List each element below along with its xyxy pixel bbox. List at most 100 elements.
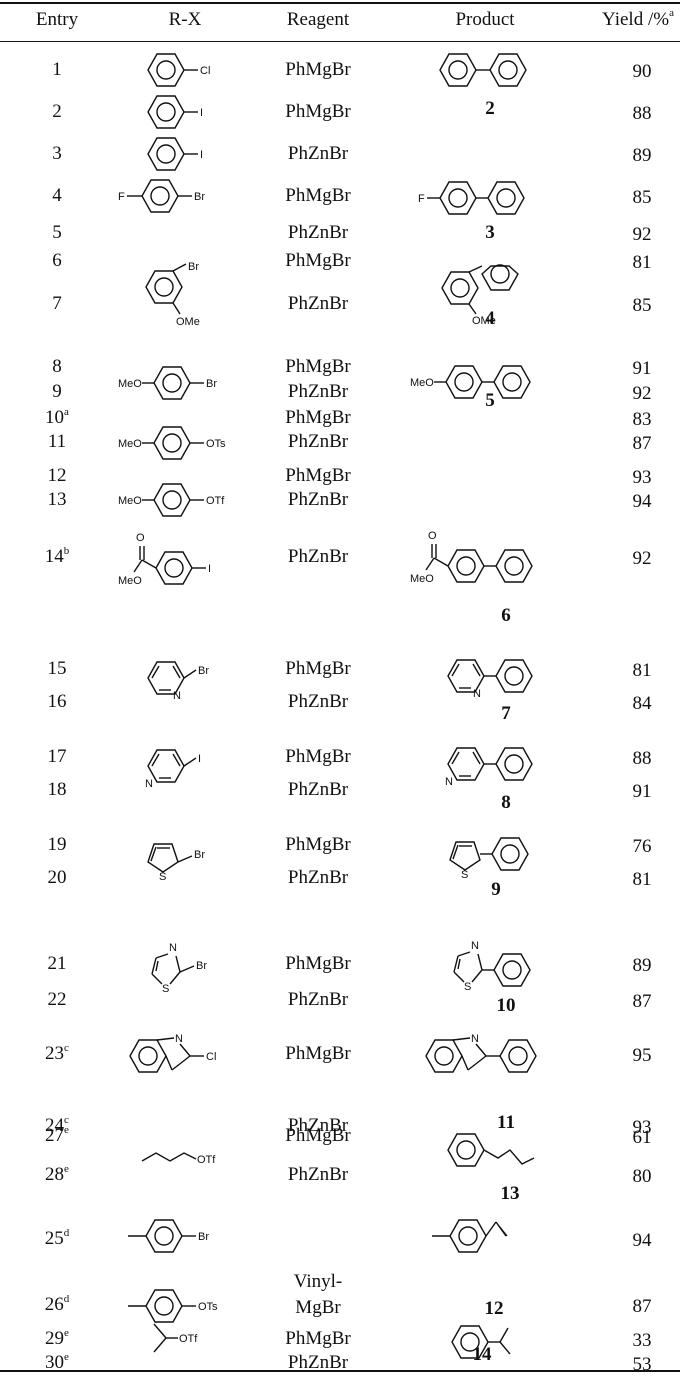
svg-text:Br: Br [198,1231,209,1243]
svg-text:O: O [428,530,437,542]
reagent-cell: PhZnBr [287,431,349,452]
entry-cell: 28e [2,1164,112,1186]
reagent-cell: PhZnBr [287,989,349,1010]
yield-cell: 85 [632,187,652,208]
entry-cell: 16 [2,691,112,713]
entry-cell: 5 [2,222,112,244]
entry-footnote: d [63,1227,70,1239]
header-yield-text: Yield /% [602,9,670,30]
svg-text:S: S [159,871,166,883]
reagent-cell: PhZnBr [287,1164,349,1185]
yield-cell: 84 [632,693,652,714]
entry-cell: 13 [2,489,112,511]
header-rx: R-X [168,9,202,30]
product-number: 9 [491,879,501,900]
yield-cell: 76 [632,836,652,857]
yield-cell: 88 [632,103,652,124]
yield-cell: 33 [632,1330,652,1351]
entry-number: 9 [52,381,62,402]
svg-text:MeO: MeO [118,438,142,450]
vinyl-reagent-line2: MgBr [295,1297,341,1318]
reagent-cell: PhMgBr [285,658,351,679]
svg-text:OTf: OTf [179,1333,198,1345]
yield-cell: 94 [632,491,652,512]
reagent-cell: PhMgBr [285,1043,351,1064]
entry-cell: 27e [2,1125,112,1147]
entry-cell: 22 [2,989,112,1011]
reagent-cell: PhMgBr [285,465,351,486]
entry-cell: 1 [2,59,112,81]
svg-text:N: N [173,690,181,702]
rx-4-bromoanisole: MeO Br [118,366,217,400]
entry-number: 13 [47,489,67,510]
yield-cell: 93 [632,467,652,488]
reagent-cell: PhZnBr [287,143,349,164]
svg-text:O: O [136,532,145,544]
product-number: 6 [501,605,511,626]
yield-cell: 95 [632,1045,652,1066]
yield-cell: 85 [632,295,652,316]
yield-cell: 89 [632,955,652,976]
yield-cell: 90 [632,61,652,82]
svg-text:N: N [445,776,453,788]
entry-number: 3 [52,143,62,164]
rx-bromopyridine: N Br [147,661,209,702]
entry-cell: 3 [2,143,112,165]
yield-cell: 81 [632,252,652,273]
svg-text:N: N [175,1033,183,1045]
svg-text:I: I [200,149,203,161]
svg-text:N: N [145,778,153,790]
yield-cell: 83 [632,409,652,430]
entry-cell: 29e [2,1328,112,1350]
entry-cell: 25d [2,1228,112,1250]
rx-iodobenzene: I [147,95,203,129]
entry-number: 26 [44,1294,64,1315]
yield-cell: 92 [632,383,652,404]
entry-cell: 15 [2,658,112,680]
yield-cell: 92 [632,224,652,245]
product-3-phenylpyridine: N [445,747,533,788]
rx-isopropyl-triflate: OTf [153,1323,198,1353]
yield-cell: 80 [632,1166,652,1187]
entry-number: 6 [52,250,62,271]
yield-cell: 91 [632,358,652,379]
rx-butyl-triflate: OTf [141,1152,216,1166]
product-number: 3 [485,222,495,243]
entry-number: 21 [47,953,67,974]
svg-text:OTs: OTs [206,438,226,450]
header-entry: Entry [35,9,79,30]
reagent-cell: PhZnBr [287,691,349,712]
header-rule [0,41,680,42]
entry-cell: 7 [2,293,112,315]
svg-text:I: I [208,563,211,575]
entry-number: 20 [47,867,67,888]
product-number: 8 [501,792,511,813]
entry-cell: 11 [2,431,112,453]
svg-text:Br: Br [194,191,205,203]
vinyl-reagent-line1: Vinyl- [293,1271,343,1292]
entry-cell: 4 [2,185,112,207]
rx-iodopyridine: N I [145,749,201,790]
entry-number: 8 [52,356,62,377]
svg-text:S: S [464,981,471,993]
yield-cell: 61 [632,1127,652,1148]
rx-bromothiazole: N S Br [151,942,207,995]
entry-number: 2 [52,101,62,122]
entry-cell: 10a [2,407,112,429]
reagent-cell: PhZnBr [287,489,349,510]
entry-footnote: e [64,1327,69,1339]
yield-cell: 91 [632,781,652,802]
product-cumene [451,1325,511,1359]
entry-cell: 8 [2,356,112,378]
svg-text:Br: Br [188,261,199,273]
svg-text:F: F [118,191,125,203]
entry-cell: 6 [2,250,112,272]
product-number: 14 [472,1344,492,1365]
reagent-cell: PhMgBr [285,185,351,206]
rx-methylphenyl-tosylate: OTs [128,1289,218,1323]
svg-text:F: F [418,193,425,205]
svg-text:Br: Br [196,960,207,972]
svg-text:MeO: MeO [118,495,142,507]
svg-text:Cl: Cl [200,65,210,77]
entry-number: 4 [52,185,62,206]
